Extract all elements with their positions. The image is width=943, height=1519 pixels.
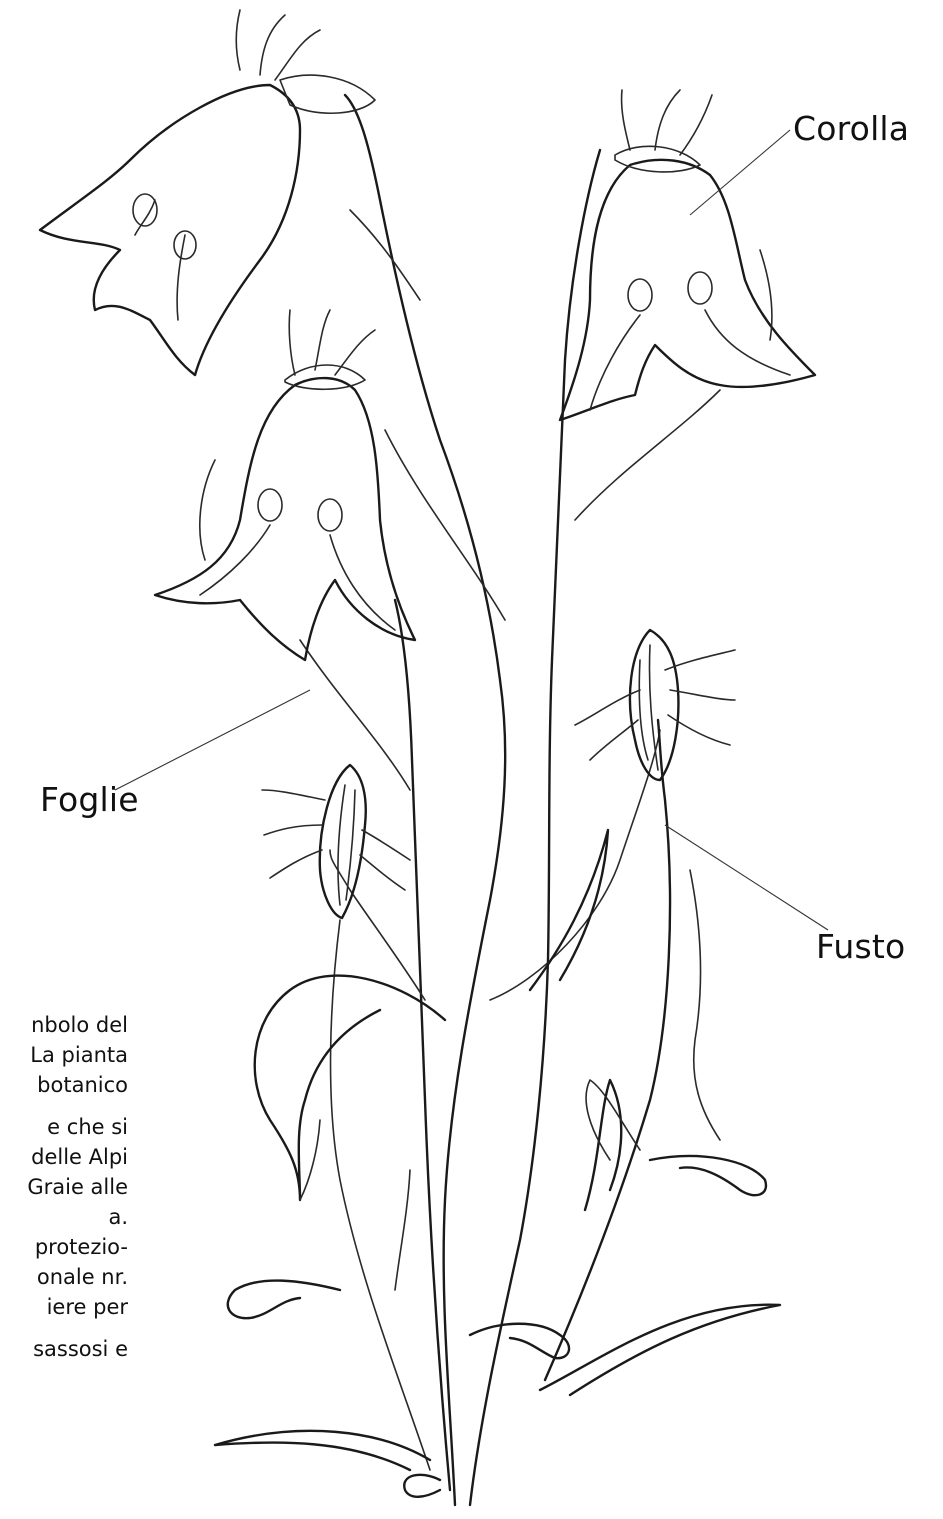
bud-right [575, 630, 735, 780]
sepal-mid-left-3 [335, 330, 375, 375]
leaf-bottom-small [404, 1475, 440, 1497]
side-text-line: La pianta [0, 1040, 128, 1070]
stem-left-flower [395, 600, 450, 1490]
side-text-line: a. [0, 1202, 128, 1232]
sepal-top-right-3 [680, 95, 712, 155]
petal-tip-mid-left [200, 460, 215, 560]
paragraph-gap [0, 1322, 128, 1334]
paragraph-gap [0, 1100, 128, 1112]
leaf-lower-left-curl [228, 1281, 340, 1319]
leaf-left-large [255, 976, 445, 1200]
leaf-right-curl [650, 1156, 766, 1195]
bud-left-body [320, 765, 366, 918]
leaf-center-long [530, 830, 608, 990]
flower-top-left [40, 10, 420, 375]
stamen-top-left-1 [133, 194, 157, 226]
bud-right-sepal-5 [590, 720, 638, 760]
leader-fusto [665, 825, 828, 930]
label-corolla: Corolla [793, 112, 909, 145]
leaf-bottom-curl-center [470, 1324, 569, 1358]
bud-right-vein-2 [639, 660, 648, 760]
side-text-line: delle Alpi [0, 1142, 128, 1172]
flower-mid-left [155, 310, 415, 660]
leaves-group [215, 830, 780, 1497]
corolla-fold-top-left-2 [177, 235, 185, 320]
leader-lines [115, 130, 828, 930]
side-text-line: protezio- [0, 1232, 128, 1262]
side-text-line: sassosi e [0, 1334, 128, 1364]
stem-left-lower [331, 920, 430, 1470]
label-fusto: Fusto [816, 930, 905, 963]
side-text-line: e che si [0, 1112, 128, 1142]
leaf-bottom-left [215, 1431, 430, 1470]
stem-side-left [300, 640, 410, 790]
stem-group [300, 95, 720, 1505]
sepal-top-left-2 [260, 15, 285, 75]
calyx-top-left [280, 75, 375, 113]
sepal-top-right-2 [655, 90, 680, 150]
bud-left-vein-2 [346, 790, 355, 900]
stem-side-mid [385, 430, 505, 620]
stem-branch-left [330, 850, 425, 1000]
leaf-right-wavy [690, 870, 720, 1140]
stamen-mid-left-2 [318, 499, 342, 531]
flower-top-right [560, 90, 815, 420]
leader-foglie [115, 690, 310, 790]
side-text-line: iere per [0, 1292, 128, 1322]
bud-right-vein-1 [649, 645, 658, 770]
leaf-lower-right-1 [586, 1080, 640, 1160]
side-text-line: Graie alle [0, 1172, 128, 1202]
side-text-line: onale nr. [0, 1262, 128, 1292]
bud-right-sepal-2 [670, 690, 735, 700]
stamen-top-right-2 [688, 272, 712, 304]
corolla-mid-left [155, 378, 415, 660]
sepal-mid-left-2 [315, 310, 330, 370]
stem-right-bud [545, 720, 670, 1380]
sepal-top-right-1 [622, 90, 630, 150]
stem-branch-right [490, 730, 660, 1000]
side-text-line: nbolo del [0, 1010, 128, 1040]
bud-left-sepal-3 [270, 850, 322, 878]
lobe-top-right-2 [705, 310, 790, 375]
leaf-left-thin-1 [395, 1170, 410, 1290]
corolla-fold-top-left-1 [135, 200, 155, 235]
bud-left-vein-1 [338, 785, 345, 905]
stem-side-right [575, 390, 720, 520]
bud-left-sepal-1 [262, 790, 325, 800]
cropped-side-text: nbolo del La pianta botanico e che si de… [0, 1010, 128, 1364]
bud-left [262, 765, 410, 918]
bud-left-sepal-4 [362, 830, 410, 860]
bud-left-sepal-2 [264, 825, 322, 835]
corolla-top-left [40, 85, 300, 375]
bud-left-sepal-5 [360, 855, 405, 890]
leaf-left-thin-2 [300, 1120, 320, 1200]
stamen-mid-left-1 [258, 489, 282, 521]
stamen-top-right-1 [628, 279, 652, 311]
side-text-line: botanico [0, 1070, 128, 1100]
leaf-bottom-right [540, 1305, 780, 1395]
leaf-right-upper [585, 1080, 621, 1210]
sepal-top-left-1 [236, 10, 240, 70]
sepal-mid-left-1 [289, 310, 295, 375]
label-foglie: Foglie [40, 783, 139, 816]
sepal-top-left-3 [275, 30, 320, 80]
